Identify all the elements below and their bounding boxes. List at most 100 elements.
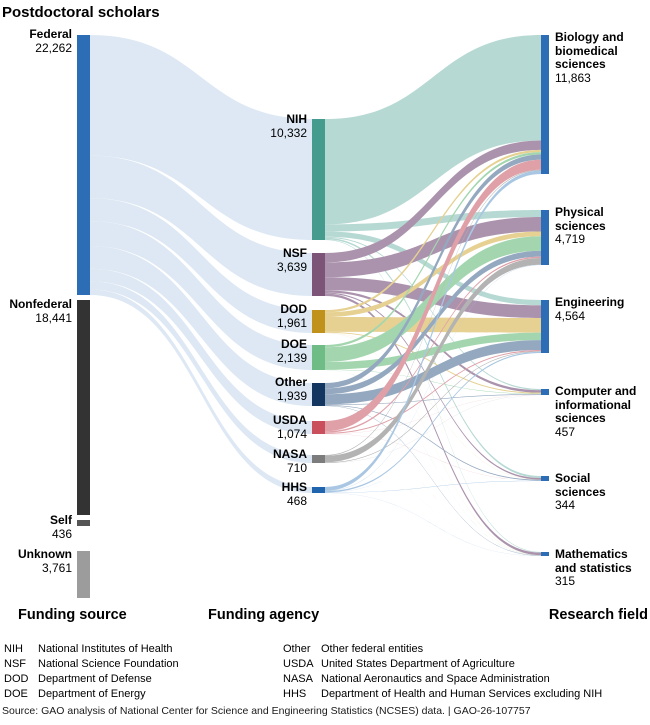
flow-usda-cs	[325, 394, 541, 434]
legend-abbr: DOD	[4, 673, 29, 685]
node-doe	[312, 345, 325, 370]
legend-name: Department of Defense	[38, 673, 152, 685]
flow-nih-phys	[325, 210, 541, 232]
flow-usda-math	[325, 433, 541, 556]
legend-abbr: Other	[283, 643, 311, 655]
node-cs	[541, 389, 549, 395]
legend-item-dod: DOD Department of Defense	[4, 672, 179, 687]
sankey-diagram	[77, 35, 549, 598]
legend-column-1: NIH National Institutes of Health NSF Nati…	[4, 642, 179, 702]
flow-dod-soc	[325, 332, 541, 480]
flow-dod-phys	[325, 231, 541, 318]
chart-title: Postdoctoral scholars	[2, 4, 160, 21]
flow-federal-hhs	[90, 289, 312, 493]
node-nasa	[312, 455, 325, 463]
flow-federal-dod	[90, 198, 312, 333]
column-header-funding-agency: Funding agency	[208, 607, 320, 623]
legend-abbr: NIH	[4, 643, 23, 655]
legend-item-nasa: NASA National Aeronautics and Space Admin…	[283, 672, 602, 687]
flow-nasa-eng	[325, 351, 541, 463]
flow-usda-eng	[325, 350, 541, 434]
flow-usda-bio	[325, 159, 541, 432]
node-nih	[312, 119, 325, 240]
column-header-funding-source: Funding source	[18, 607, 127, 623]
node-math	[541, 552, 549, 556]
flow-nsf-math	[325, 293, 541, 556]
node-hhs	[312, 487, 325, 493]
legend-name: National Aeronautics and Space Administr…	[321, 673, 550, 685]
flow-nasa-soc	[325, 462, 541, 481]
legend-abbr: NSF	[4, 658, 26, 670]
node-dod	[312, 310, 325, 333]
flow-nsf-soc	[325, 292, 541, 480]
flow-other-math	[325, 405, 541, 556]
node-usda	[312, 421, 325, 434]
flow-nasa-bio	[325, 169, 541, 456]
flow-hhs-phys	[325, 264, 541, 492]
legend-column-2: Other Other federal entities USDA United S…	[283, 642, 602, 702]
node-federal	[77, 35, 90, 295]
flow-doe-soc	[325, 369, 541, 480]
flow-nasa-math	[325, 462, 541, 556]
node-soc	[541, 476, 549, 481]
flow-other-bio	[325, 154, 541, 389]
flow-usda-soc	[325, 433, 541, 481]
flow-other-cs	[325, 394, 541, 405]
flow-federal-usda	[90, 268, 312, 434]
flow-dod-math	[325, 332, 541, 556]
flow-federal-doe	[90, 221, 312, 370]
flow-doe-math	[325, 369, 541, 556]
node-unknown	[77, 551, 90, 598]
flow-hhs-cs	[325, 394, 541, 493]
flow-nsf-cs	[325, 290, 541, 393]
flow-dod-bio	[325, 149, 541, 313]
legend-abbr: NASA	[283, 673, 313, 685]
column-header-research-field: Research field	[548, 607, 648, 623]
legend-item-usda: USDA United States Department of Agricult…	[283, 657, 602, 672]
flow-other-soc	[325, 404, 541, 481]
legend-abbr: USDA	[283, 658, 314, 670]
flow-nih-cs	[325, 236, 541, 391]
flow-doe-bio	[325, 152, 541, 348]
flow-usda-phys	[325, 256, 541, 433]
source-note: Source: GAO analysis of National Center …	[2, 705, 531, 717]
flow-nih-eng	[325, 231, 541, 306]
legend-name: Other federal entities	[321, 643, 424, 655]
flow-federal-nasa	[90, 281, 312, 463]
flow-hhs-bio	[325, 170, 541, 491]
flow-federal-nih	[90, 35, 312, 240]
legend-item-nsf: NSF National Science Foundation	[4, 657, 179, 672]
flow-federal-other	[90, 246, 312, 406]
legend-abbr: HHS	[283, 688, 307, 700]
node-other	[312, 383, 325, 406]
legend-name: Department of Health and Human Services …	[321, 688, 603, 700]
node-bio	[541, 35, 549, 174]
flow-nih-math	[325, 239, 541, 553]
legend-abbr: DOE	[4, 688, 28, 700]
legend-item-doe: DOE Department of Energy	[4, 687, 179, 702]
flow-doe-cs	[325, 369, 541, 395]
flow-federal-nsf	[90, 155, 312, 296]
flow-other-phys	[325, 250, 541, 395]
flow-nasa-phys	[325, 258, 541, 463]
node-self	[77, 520, 90, 526]
flow-nasa-cs	[325, 394, 541, 463]
node-eng	[541, 300, 549, 353]
flow-other-eng	[325, 340, 541, 405]
legend-name: National Science Foundation	[38, 658, 179, 670]
legend-name: Department of Energy	[38, 688, 146, 700]
flow-hhs-soc	[325, 480, 541, 493]
legend-item-nih: NIH National Institutes of Health	[4, 642, 179, 657]
node-nsf	[312, 253, 325, 296]
node-phys	[541, 210, 549, 265]
legend-name: National Institutes of Health	[38, 643, 173, 655]
flow-hhs-eng	[325, 351, 541, 493]
node-nonfederal	[77, 300, 90, 515]
flow-nsf-bio	[325, 140, 541, 263]
legend-item-other: Other Other federal entities	[283, 642, 602, 657]
legend-item-hhs: HHS Department of Health and Human Servic…	[283, 687, 602, 702]
legend-name: United States Department of Agriculture	[321, 658, 515, 670]
flow-nsf-phys	[325, 216, 541, 278]
flow-hhs-math	[325, 492, 541, 556]
